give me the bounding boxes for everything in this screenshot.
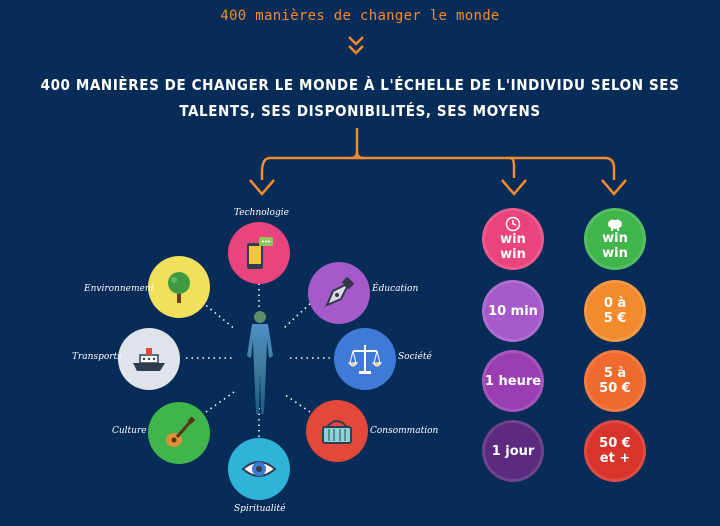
money-5-50-text: 5 à 50 €	[599, 366, 631, 396]
node-culture[interactable]	[148, 402, 210, 464]
piggy-bank-icon	[607, 219, 622, 231]
node-technologie[interactable]	[228, 222, 290, 284]
node-consommation[interactable]	[306, 400, 368, 462]
node-environnement[interactable]	[148, 256, 210, 318]
scales-icon	[348, 345, 382, 374]
clock-icon	[505, 216, 521, 232]
page-title: 400 manières de changer le monde à l'éch…	[40, 76, 680, 120]
time-10-min-text: 10 min	[488, 303, 538, 319]
double-chevron-down-icon	[348, 36, 364, 55]
label-societe: Société	[398, 352, 432, 362]
money-win-win-text: win win	[602, 231, 628, 261]
smartphone-chat-icon	[247, 237, 273, 269]
label-culture: Culture	[112, 426, 147, 436]
time-1-heure-text: 1 heure	[484, 373, 542, 389]
eye-icon	[241, 461, 277, 477]
node-education[interactable]	[308, 262, 370, 324]
label-education: Éducation	[372, 284, 419, 294]
arrow-down-icon	[249, 179, 275, 196]
time-10-min[interactable]: 10 min	[482, 280, 544, 342]
tree-icon	[168, 272, 190, 303]
label-transports: Transports	[72, 352, 122, 362]
money-5-50[interactable]: 5 à 50 €	[584, 350, 646, 412]
arrow-down-icon	[501, 179, 527, 196]
time-1-heure[interactable]: 1 heure	[482, 350, 544, 412]
time-win-win-text: win win	[500, 232, 526, 262]
money-0-5[interactable]: 0 à 5 €	[584, 280, 646, 342]
guitar-icon	[166, 416, 196, 447]
money-0-5-text: 0 à 5 €	[603, 296, 627, 326]
shopping-basket-icon	[322, 420, 352, 444]
human-figure	[247, 311, 273, 414]
label-consommation: Consommation	[370, 426, 439, 436]
money-50-plus[interactable]: 50 € et +	[584, 420, 646, 482]
time-1-jour[interactable]: 1 jour	[482, 420, 544, 482]
boat-icon	[133, 348, 165, 371]
node-spiritualite[interactable]	[228, 438, 290, 500]
fountain-pen-icon	[325, 276, 355, 307]
label-environnement: Environnement	[84, 284, 155, 294]
page-subtitle: 400 manières de changer le monde	[220, 8, 500, 24]
label-spiritualite: Spiritualité	[234, 504, 286, 514]
arrow-down-icon	[601, 179, 627, 196]
label-technologie: Technologie	[234, 208, 289, 218]
money-50-plus-text: 50 € et +	[599, 436, 631, 466]
time-win-win[interactable]: win win	[482, 208, 544, 270]
money-win-win[interactable]: win win	[584, 208, 646, 270]
node-societe[interactable]	[334, 328, 396, 390]
node-transports[interactable]	[118, 328, 180, 390]
time-1-jour-text: 1 jour	[491, 443, 535, 459]
